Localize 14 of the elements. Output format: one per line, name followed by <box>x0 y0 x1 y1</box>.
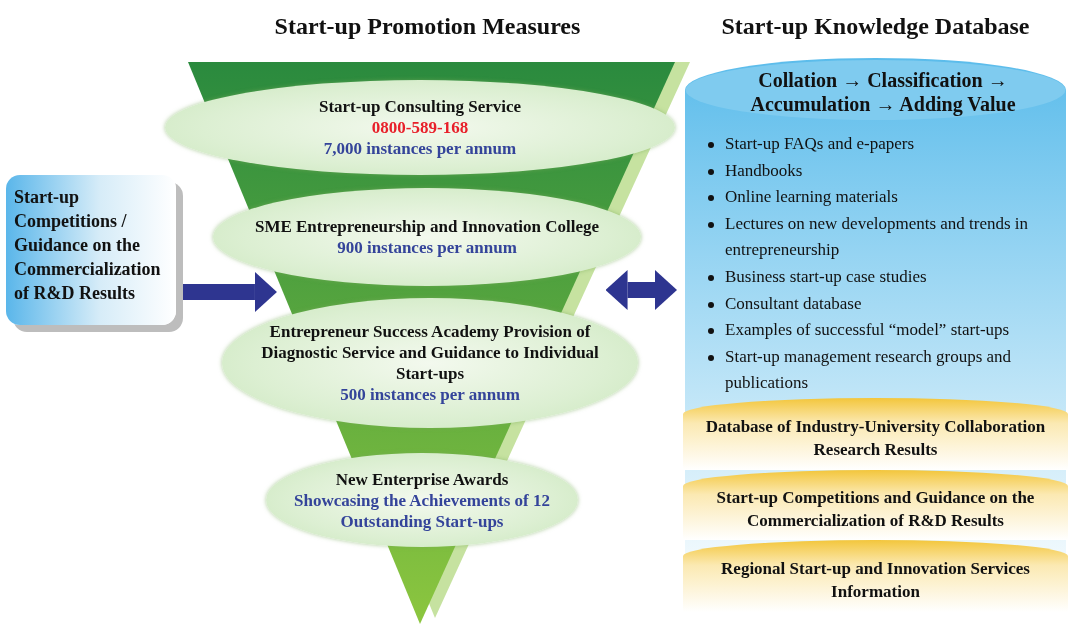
list-item: Handbooks <box>725 160 803 180</box>
subheading: Collation → Classification → Accumulation → Adding Value <box>749 68 1017 116</box>
list-item: Start-up management research groups and publications <box>725 346 1012 393</box>
list-item: Examples of successful “model” start-ups <box>725 320 1010 340</box>
list-item: Online learning materials <box>725 187 898 207</box>
database-layer: Start-up Competitions and Guidance on the Commercialization of R&D Results <box>683 470 1068 540</box>
heading: Start-up Knowledge Database <box>720 12 1031 40</box>
heading: Start-up Promotion Measures <box>273 12 582 40</box>
list-item: Business start-up case studies <box>725 266 927 286</box>
database-layer: Regional Start-up and Innovation Services Information <box>683 540 1068 612</box>
list-item: Start-up FAQs and e-papers <box>725 134 914 153</box>
list-item: Consultant database <box>725 293 862 313</box>
database-layer: Database of Industry-University Collaboration Research Results <box>683 398 1068 470</box>
list-item: Lectures on new developments and trends in entrepreneurship <box>725 213 1029 260</box>
